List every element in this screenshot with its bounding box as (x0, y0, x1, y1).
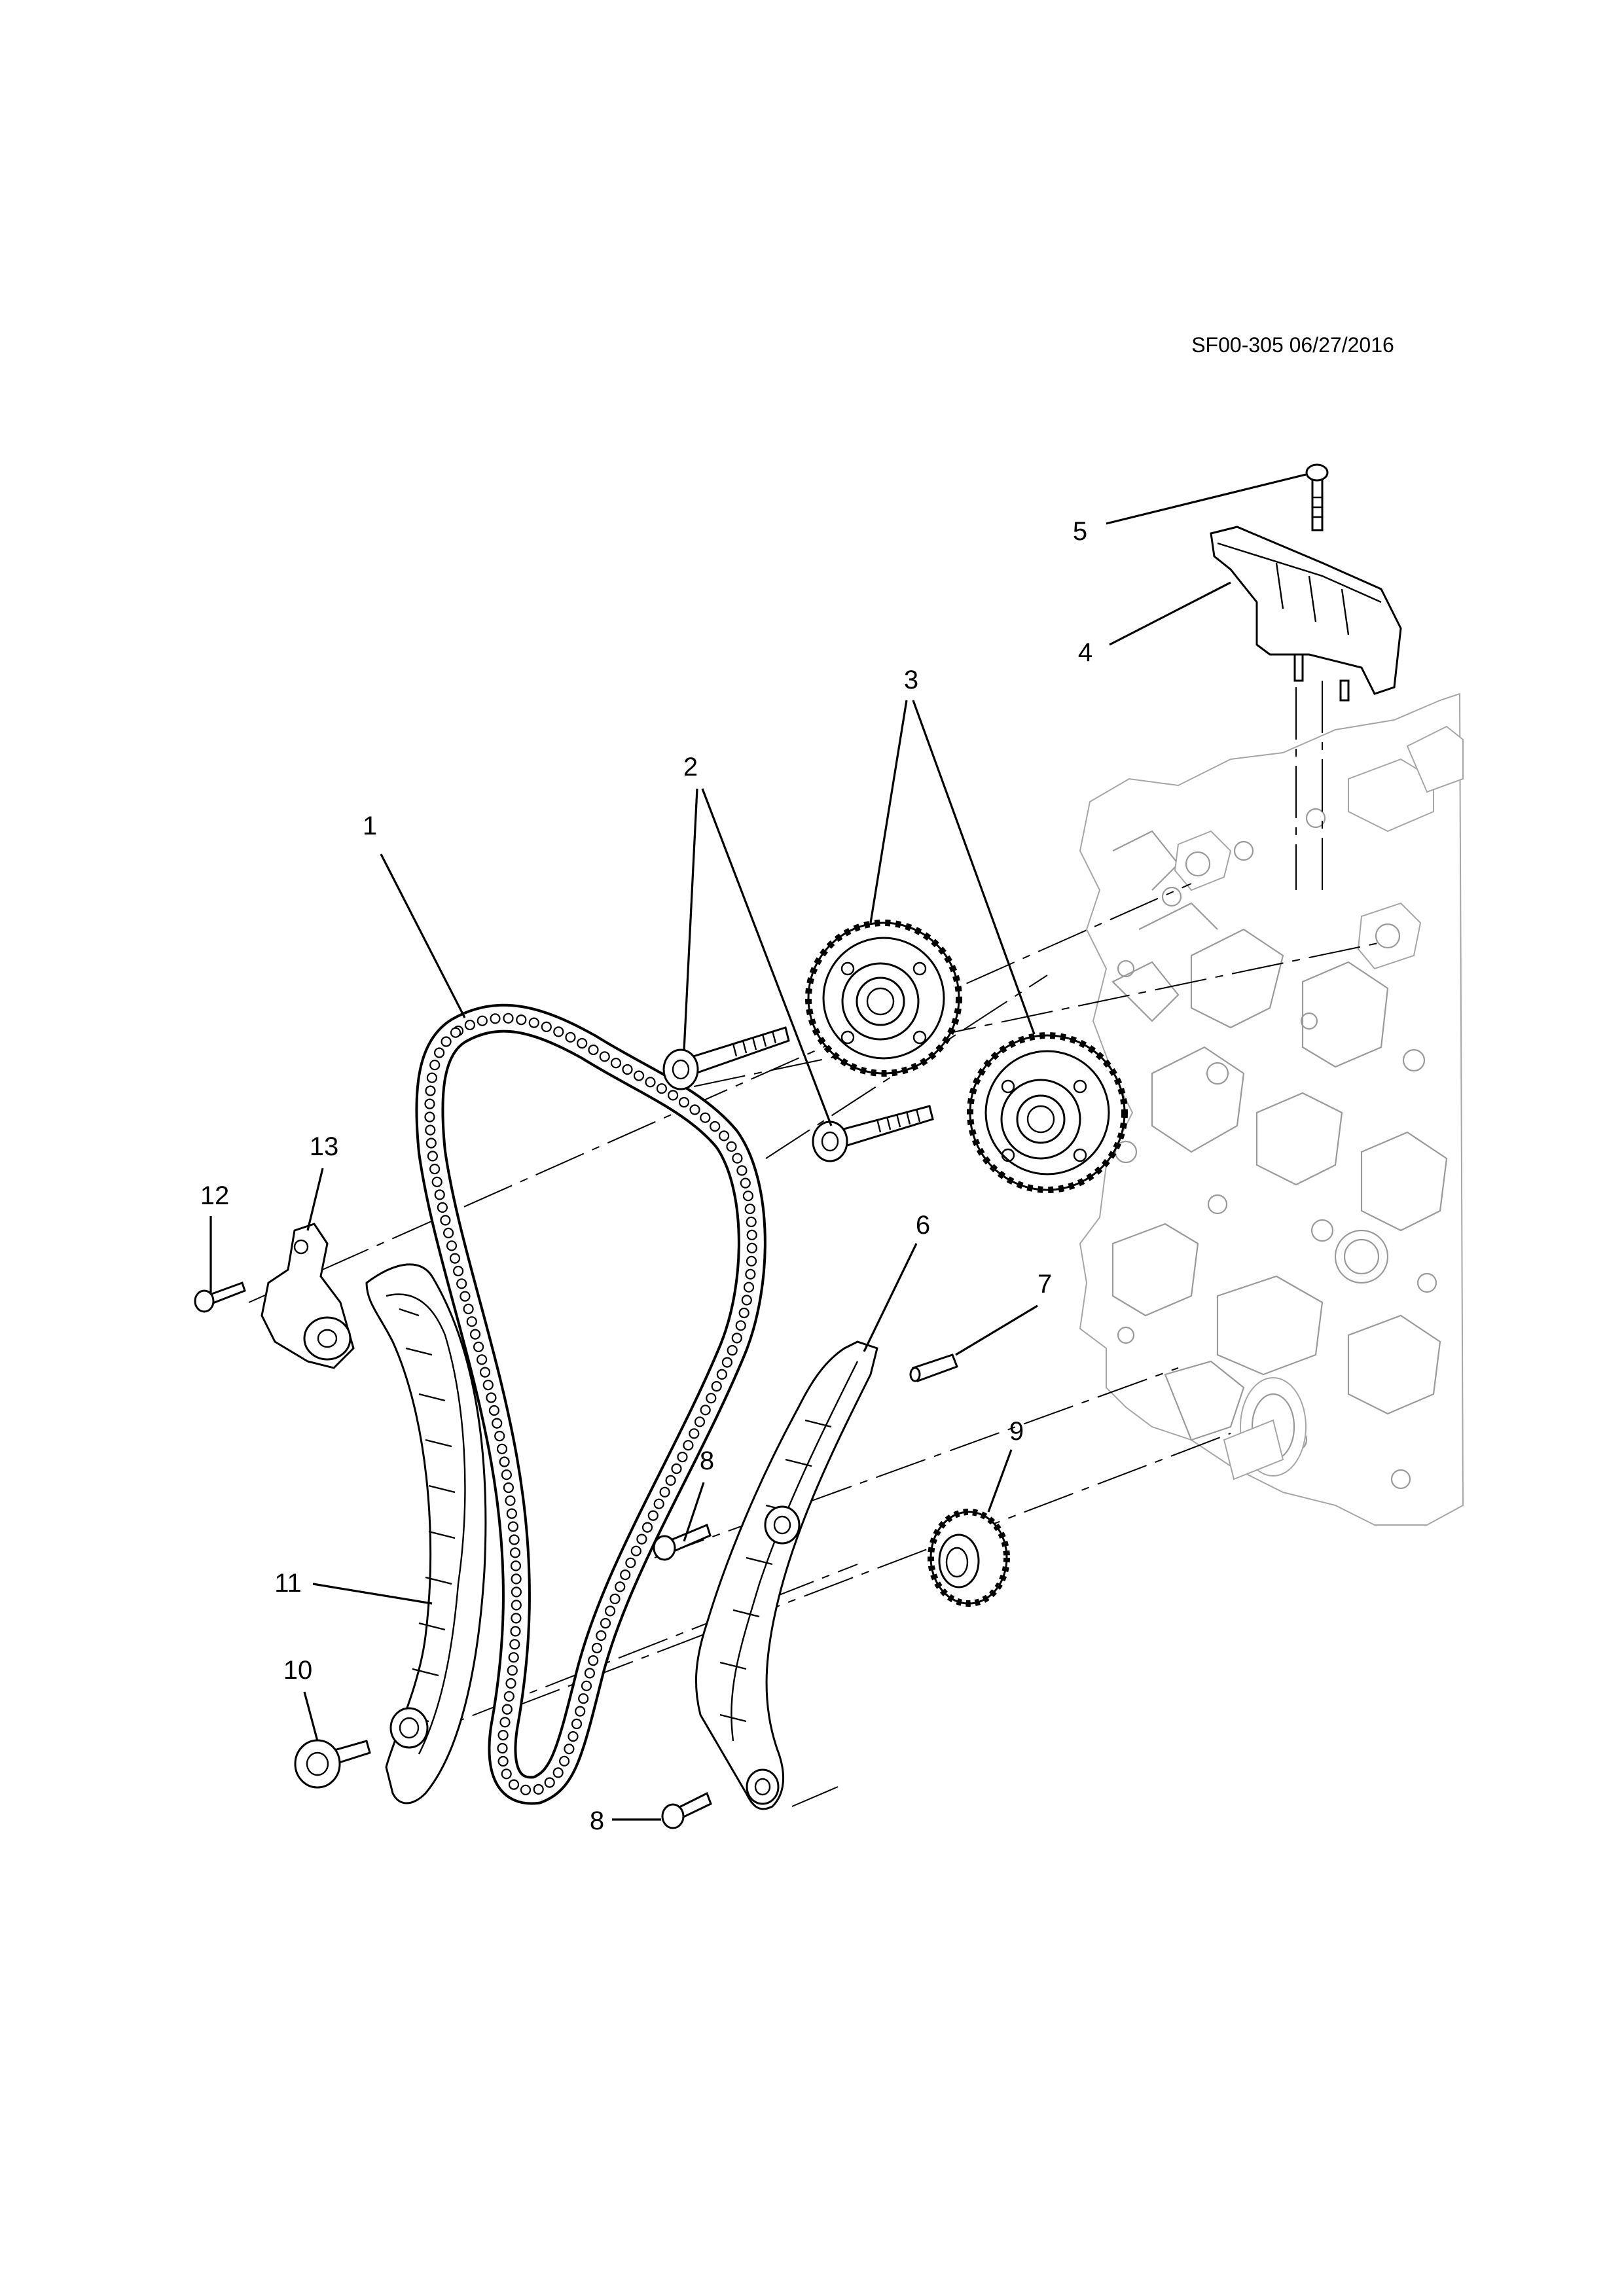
callouts: 1 2 3 4 5 6 7 8 8 9 10 11 12 13 (200, 517, 1092, 1835)
timing-chain (415, 1003, 767, 1805)
callout-8-upper: 8 (700, 1446, 714, 1475)
tensioner-guide (365, 1263, 487, 1804)
callout-3: 3 (904, 666, 918, 694)
sprocket-bolt-lower (812, 1105, 934, 1162)
fixed-guide (695, 1340, 878, 1810)
callout-11: 11 (274, 1569, 302, 1598)
tensioner-guide-bolt (294, 1739, 371, 1789)
callout-13: 13 (310, 1132, 339, 1161)
callout-10: 10 (283, 1656, 313, 1685)
callout-8-lower: 8 (590, 1806, 604, 1835)
camshaft-sprocket-lower (967, 1032, 1128, 1193)
guide-bolt-upper (653, 1523, 712, 1561)
callout-1: 1 (363, 812, 377, 840)
drawing-code: SF00-305 06/27/2016 (1191, 333, 1394, 357)
callout-4: 4 (1078, 638, 1092, 667)
leader-lines (209, 473, 1307, 1821)
engine-block (1079, 692, 1464, 1526)
crankshaft-sprocket (928, 1509, 1010, 1607)
callout-2: 2 (683, 753, 698, 781)
callout-7: 7 (1038, 1270, 1052, 1299)
camshaft-sprocket-upper (805, 920, 962, 1077)
callout-6: 6 (916, 1211, 930, 1240)
guide-bolt (1305, 463, 1329, 531)
guide-dowel-pin (909, 1354, 958, 1382)
upper-chain-guide (1210, 526, 1402, 702)
chain-tensioner (261, 1223, 355, 1369)
callout-12: 12 (200, 1181, 230, 1210)
callout-5: 5 (1073, 517, 1087, 546)
tensioner-bolt (194, 1282, 246, 1313)
chain-links (424, 1013, 757, 1795)
guide-bolt-lower (661, 1791, 712, 1829)
sprocket-bolt-upper (662, 1026, 790, 1090)
callout-9: 9 (1009, 1417, 1024, 1446)
